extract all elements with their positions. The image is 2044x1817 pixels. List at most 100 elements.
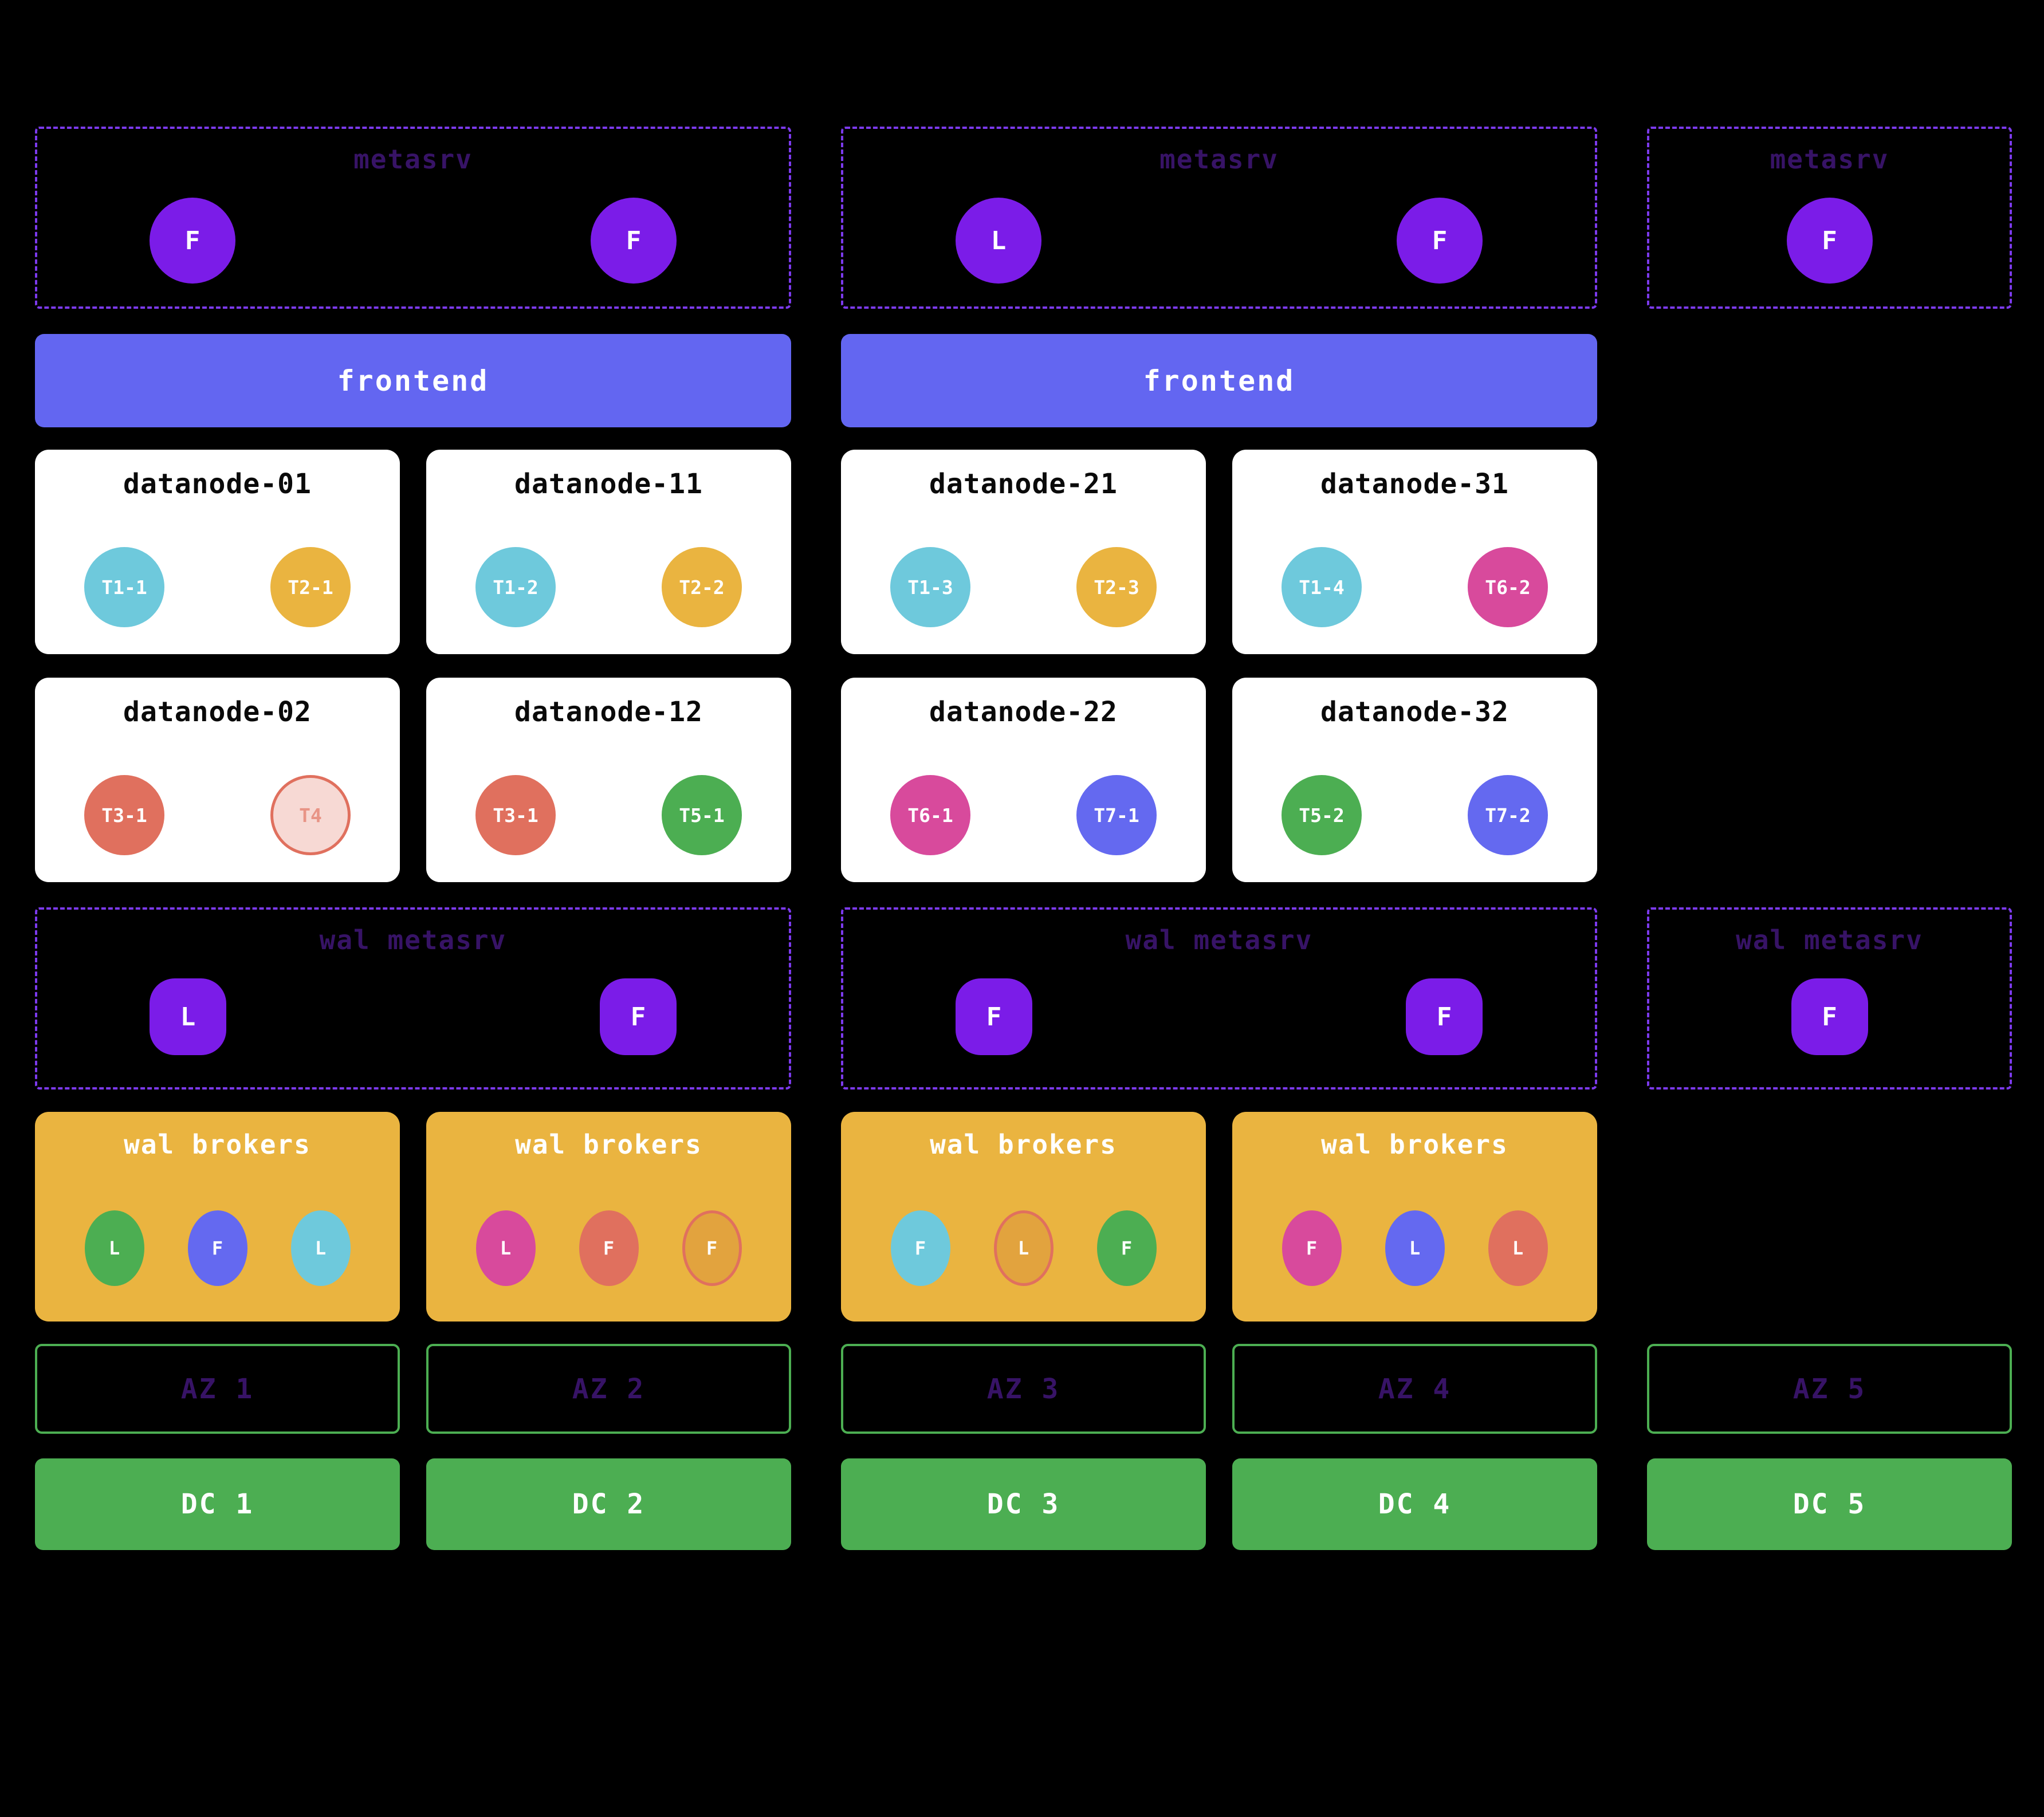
datanode-title: datanode-12 — [514, 696, 703, 728]
wal-metasrv-leader-node: L — [150, 978, 226, 1055]
broker-pill: F — [682, 1210, 742, 1286]
wal-metasrv-title: wal metasrv — [319, 925, 507, 955]
metasrv-title: metasrv — [1770, 144, 1889, 175]
datanode-card: datanode-12 T3-1 T5-1 — [426, 678, 791, 882]
wal-metasrv-nodes: L F — [37, 978, 789, 1055]
region-list: T1-4 T6-2 — [1232, 547, 1597, 627]
dc-box: DC 5 — [1647, 1458, 2012, 1550]
metasrv-follower-node: F — [591, 198, 677, 284]
datanode-title: datanode-21 — [929, 468, 1118, 500]
broker-pill: L — [993, 1210, 1054, 1286]
az-box: AZ 4 — [1232, 1344, 1597, 1434]
metasrv-row: metasrv F F metasrv L F metasrv F — [35, 127, 2044, 309]
wal-metasrv-box: wal metasrv F — [1647, 907, 2012, 1090]
datanode-card: datanode-32 T5-2 T7-2 — [1232, 678, 1597, 882]
dc-box: DC 2 — [426, 1458, 791, 1550]
broker-pill: F — [890, 1210, 950, 1286]
datanode-card: datanode-01 T1-1 T2-1 — [35, 450, 400, 654]
region-circle: T1-3 — [890, 547, 970, 627]
broker-pill: L — [290, 1210, 351, 1286]
region-circle: T2-2 — [662, 547, 742, 627]
wal-brokers-card: wal brokers F L L — [1232, 1112, 1597, 1322]
broker-pill: F — [187, 1210, 247, 1286]
wal-metasrv-nodes: F — [1649, 978, 2010, 1055]
broker-pill: L — [1385, 1210, 1445, 1286]
region-circle: T2-3 — [1076, 547, 1157, 627]
az-box: AZ 3 — [841, 1344, 1206, 1434]
datanode-card: datanode-02 T3-1 T4 — [35, 678, 400, 882]
datanode-title: datanode-22 — [929, 696, 1118, 728]
wal-metasrv-box: wal metasrv F F — [841, 907, 1597, 1090]
az-row: AZ 1 AZ 2 AZ 3 AZ 4 AZ 5 — [35, 1344, 2044, 1434]
broker-pill: F — [579, 1210, 639, 1286]
frontend-bar: frontend — [841, 334, 1597, 427]
region-circle: T6-2 — [1468, 547, 1548, 627]
dc-box: DC 3 — [841, 1458, 1206, 1550]
wal-metasrv-box: wal metasrv L F — [35, 907, 791, 1090]
wal-brokers-row: wal brokers L F L wal brokers L F F wal … — [35, 1112, 2044, 1322]
wal-brokers-card: wal brokers L F L — [35, 1112, 400, 1322]
wal-metasrv-nodes: F F — [843, 978, 1595, 1055]
wal-brokers-title: wal brokers — [1321, 1129, 1508, 1160]
region-circle: T3-1 — [84, 775, 164, 855]
datanode-card: datanode-11 T1-2 T2-2 — [426, 450, 791, 654]
dc-box: DC 1 — [35, 1458, 400, 1550]
metasrv-follower-node: F — [1786, 198, 1873, 284]
wal-metasrv-row: wal metasrv L F wal metasrv F F wal meta… — [35, 907, 2044, 1090]
metasrv-title: metasrv — [1159, 144, 1279, 175]
datanode-title: datanode-32 — [1320, 696, 1509, 728]
wal-brokers-card: wal brokers F L F — [841, 1112, 1206, 1322]
frontend-row: frontend frontend — [35, 334, 2044, 427]
wal-metasrv-follower-node: F — [1791, 978, 1868, 1055]
region-list: T1-2 T2-2 — [426, 547, 791, 627]
metasrv-box: metasrv F — [1647, 127, 2012, 309]
datanode-row-1: datanode-01 T1-1 T2-1 datanode-11 T1-2 T… — [35, 450, 2044, 654]
region-circle: T7-1 — [1076, 775, 1157, 855]
datanode-title: datanode-01 — [123, 468, 312, 500]
wal-metasrv-follower-node: F — [956, 978, 1032, 1055]
broker-pill-list: L F F — [426, 1210, 791, 1286]
region-circle-faded: T4 — [270, 775, 351, 855]
region-list: T1-3 T2-3 — [841, 547, 1206, 627]
metasrv-title: metasrv — [353, 144, 473, 175]
metasrv-follower-node: F — [1397, 198, 1483, 284]
region-circle: T2-1 — [270, 547, 351, 627]
dc-box: DC 4 — [1232, 1458, 1597, 1550]
broker-pill: F — [1282, 1210, 1342, 1286]
region-circle: T1-1 — [84, 547, 164, 627]
region-list: T3-1 T4 — [35, 775, 400, 855]
metasrv-nodes: F — [1649, 198, 2010, 284]
metasrv-follower-node: F — [150, 198, 235, 284]
dc-row: DC 1 DC 2 DC 3 DC 4 DC 5 — [35, 1458, 2044, 1550]
region-circle: T7-2 — [1468, 775, 1548, 855]
wal-metasrv-title: wal metasrv — [1736, 925, 1923, 955]
wal-brokers-title: wal brokers — [930, 1129, 1117, 1160]
metasrv-nodes: L F — [843, 198, 1595, 284]
wal-metasrv-follower-node: F — [1406, 978, 1483, 1055]
region-circle: T5-2 — [1282, 775, 1362, 855]
datanode-card: datanode-22 T6-1 T7-1 — [841, 678, 1206, 882]
region-circle: T1-4 — [1282, 547, 1362, 627]
region-list: T5-2 T7-2 — [1232, 775, 1597, 855]
wal-brokers-title: wal brokers — [515, 1129, 702, 1160]
region-list: T1-1 T2-1 — [35, 547, 400, 627]
datanode-card: datanode-31 T1-4 T6-2 — [1232, 450, 1597, 654]
region-circle: T5-1 — [662, 775, 742, 855]
datanode-title: datanode-11 — [514, 468, 703, 500]
wal-metasrv-follower-node: F — [600, 978, 677, 1055]
region-circle: T3-1 — [475, 775, 556, 855]
region-circle: T1-2 — [475, 547, 556, 627]
frontend-bar: frontend — [35, 334, 791, 427]
metasrv-box: metasrv F F — [35, 127, 791, 309]
wal-metasrv-title: wal metasrv — [1125, 925, 1313, 955]
datanode-title: datanode-31 — [1320, 468, 1509, 500]
broker-pill: L — [84, 1210, 144, 1286]
metasrv-box: metasrv L F — [841, 127, 1597, 309]
wal-brokers-title: wal brokers — [124, 1129, 311, 1160]
metasrv-nodes: F F — [37, 198, 789, 284]
region-list: T3-1 T5-1 — [426, 775, 791, 855]
broker-pill-list: F L F — [841, 1210, 1206, 1286]
az-box: AZ 1 — [35, 1344, 400, 1434]
broker-pill: L — [475, 1210, 536, 1286]
